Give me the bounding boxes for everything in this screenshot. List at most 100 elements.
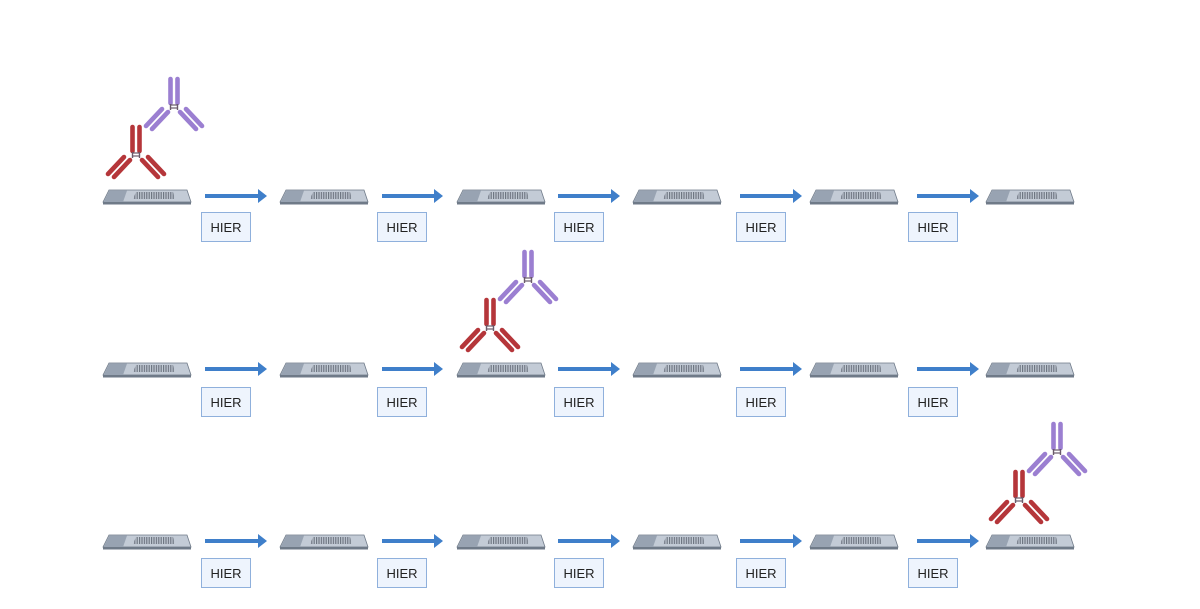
arrow-row2-2	[382, 362, 443, 376]
hier-step-box: HIER	[908, 558, 958, 588]
tissue-grid	[487, 537, 529, 544]
arrow-row2-5	[917, 362, 979, 376]
hier-step-label: HIER	[210, 394, 242, 410]
arrow-row1-5	[917, 189, 979, 203]
slide-row1-6	[985, 189, 1075, 205]
primary-antibody-1	[105, 124, 167, 180]
tissue-grid	[133, 192, 175, 199]
slide-row2-3	[456, 362, 546, 378]
slide-row2-5	[809, 362, 899, 378]
hier-step-label: HIER	[745, 565, 777, 581]
slide-label-area	[280, 535, 304, 547]
tissue-grid	[310, 537, 352, 544]
hier-step-label: HIER	[563, 565, 595, 581]
slide-row1-1	[102, 189, 192, 205]
tissue-grid	[310, 192, 352, 199]
arrow-row1-2	[382, 189, 443, 203]
slide-row2-4	[632, 362, 722, 378]
hier-step-box: HIER	[377, 387, 427, 417]
arrow-row2-4	[740, 362, 802, 376]
slide-label-area	[457, 363, 481, 375]
arrow-row3-1	[205, 534, 267, 548]
hier-step-box: HIER	[377, 558, 427, 588]
tissue-grid	[1016, 192, 1058, 199]
hier-step-box: HIER	[554, 387, 604, 417]
hier-step-box: HIER	[201, 558, 251, 588]
slide-label-area	[633, 363, 657, 375]
tissue-grid	[840, 537, 882, 544]
tissue-grid	[840, 365, 882, 372]
arrow-row2-3	[558, 362, 620, 376]
slide-row3-3	[456, 534, 546, 550]
slide-label-area	[633, 190, 657, 202]
hier-step-box: HIER	[736, 387, 786, 417]
hier-step-label: HIER	[210, 565, 242, 581]
hier-step-box: HIER	[554, 212, 604, 242]
slide-row3-5	[809, 534, 899, 550]
hier-step-box: HIER	[736, 558, 786, 588]
tissue-grid	[487, 192, 529, 199]
slide-label-area	[103, 190, 127, 202]
tissue-grid	[663, 537, 705, 544]
slide-label-area	[810, 190, 834, 202]
hier-step-label: HIER	[210, 219, 242, 235]
arrow-row1-1	[205, 189, 267, 203]
hier-step-box: HIER	[201, 387, 251, 417]
arrow-row1-3	[558, 189, 620, 203]
slide-row1-5	[809, 189, 899, 205]
hier-step-box: HIER	[377, 212, 427, 242]
slide-row3-1	[102, 534, 192, 550]
hier-step-label: HIER	[917, 219, 949, 235]
slide-label-area	[280, 190, 304, 202]
hier-step-box: HIER	[908, 212, 958, 242]
secondary-antibody-3	[1026, 421, 1088, 477]
slide-label-area	[986, 535, 1010, 547]
slide-label-area	[103, 535, 127, 547]
tissue-grid	[487, 365, 529, 372]
secondary-antibody-2	[497, 249, 559, 305]
slide-row3-4	[632, 534, 722, 550]
hier-step-box: HIER	[908, 387, 958, 417]
slide-label-area	[103, 363, 127, 375]
slide-row3-2	[279, 534, 369, 550]
hier-step-label: HIER	[386, 565, 418, 581]
hier-step-label: HIER	[917, 394, 949, 410]
tissue-grid	[663, 192, 705, 199]
tissue-grid	[133, 365, 175, 372]
arrow-row3-4	[740, 534, 802, 548]
tissue-grid	[1016, 365, 1058, 372]
slide-label-area	[457, 190, 481, 202]
slide-label-area	[810, 535, 834, 547]
hier-step-label: HIER	[917, 565, 949, 581]
hier-step-label: HIER	[386, 394, 418, 410]
slide-label-area	[457, 535, 481, 547]
tissue-grid	[133, 537, 175, 544]
hier-step-box: HIER	[554, 558, 604, 588]
hier-step-box: HIER	[736, 212, 786, 242]
tissue-grid	[310, 365, 352, 372]
hier-step-label: HIER	[745, 219, 777, 235]
slide-row3-6	[985, 534, 1075, 550]
arrow-row3-2	[382, 534, 443, 548]
slide-row2-6	[985, 362, 1075, 378]
slide-label-area	[986, 190, 1010, 202]
slide-row1-2	[279, 189, 369, 205]
slide-label-area	[633, 535, 657, 547]
hier-step-label: HIER	[745, 394, 777, 410]
primary-antibody-3	[988, 469, 1050, 525]
hier-step-label: HIER	[386, 219, 418, 235]
slide-row1-4	[632, 189, 722, 205]
tissue-grid	[1016, 537, 1058, 544]
slide-label-area	[810, 363, 834, 375]
arrow-row3-5	[917, 534, 979, 548]
secondary-antibody-1	[143, 76, 205, 132]
slide-row1-3	[456, 189, 546, 205]
slide-row2-2	[279, 362, 369, 378]
hier-step-label: HIER	[563, 219, 595, 235]
arrow-row3-3	[558, 534, 620, 548]
tissue-grid	[663, 365, 705, 372]
slide-label-area	[280, 363, 304, 375]
hier-step-label: HIER	[563, 394, 595, 410]
hier-step-box: HIER	[201, 212, 251, 242]
